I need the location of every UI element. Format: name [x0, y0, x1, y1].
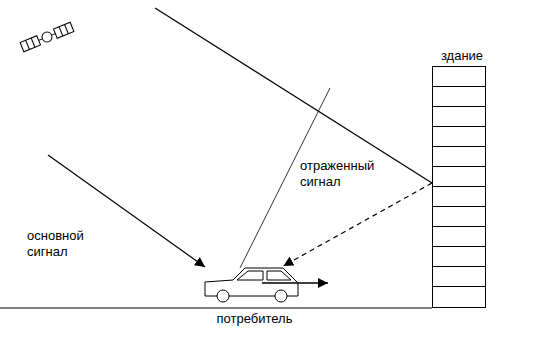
floor-line	[432, 286, 486, 287]
floor-line	[432, 226, 486, 227]
node-text-holder: потребитель	[203, 311, 306, 326]
ground-line	[0, 308, 432, 309]
reflected-signal-arrow	[283, 183, 432, 266]
car: потребитель	[203, 266, 306, 326]
edge-label: отраженный сигнал	[300, 158, 380, 190]
floor-line	[432, 86, 486, 87]
car-icon	[205, 268, 298, 302]
floor-line	[432, 266, 486, 267]
floor-line	[432, 146, 486, 147]
signal-label: основной сигнал	[27, 228, 93, 260]
building-outline	[433, 67, 486, 308]
floor-line	[432, 106, 486, 107]
building: здание	[432, 48, 492, 308]
building-label: здание	[432, 48, 492, 63]
node-art	[432, 48, 486, 308]
floor-line	[432, 126, 486, 127]
floor-line	[432, 246, 486, 247]
node-text-holder: здание	[432, 48, 492, 63]
incoming-signal-line	[155, 8, 432, 183]
floor-line	[432, 166, 486, 167]
satellite-icon	[20, 22, 74, 52]
floor-line	[432, 186, 486, 187]
motion-arrow	[262, 282, 328, 284]
receiver-label: потребитель	[203, 311, 306, 326]
floor-line	[432, 206, 486, 207]
